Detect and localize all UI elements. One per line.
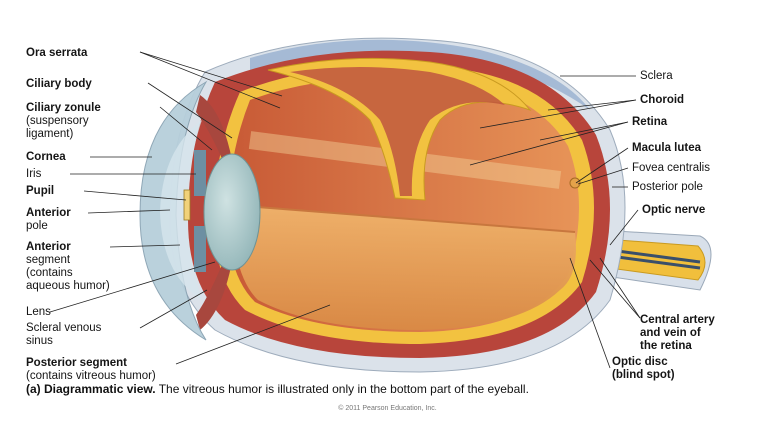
label-choroid: Choroid [640, 94, 684, 107]
label-anterior-pole: Anterior [26, 207, 71, 220]
label-central-artery-3: the retina [640, 340, 692, 353]
label-fovea-centralis: Fovea centralis [632, 162, 710, 175]
label-pupil: Pupil [26, 185, 54, 198]
label-segment: segment [26, 254, 70, 267]
label-ciliary-zonule-sub2: ligament) [26, 128, 73, 141]
label-retina: Retina [632, 116, 667, 129]
label-optic-nerve: Optic nerve [642, 204, 705, 217]
label-ora-serrata: Ora serrata [26, 47, 87, 60]
label-scleral-venous: Scleral venous [26, 322, 101, 335]
label-central-artery-2: and vein of [640, 327, 701, 340]
label-pole: pole [26, 220, 48, 233]
label-sinus: sinus [26, 335, 53, 348]
label-posterior-segment-sub: (contains vitreous humor) [26, 370, 156, 383]
label-contains: (contains [26, 267, 73, 280]
copyright-notice: © 2011 Pearson Education, Inc. [0, 405, 775, 412]
macula-lutea [570, 178, 580, 188]
label-optic-disc-2: (blind spot) [612, 369, 675, 382]
label-optic-disc-1: Optic disc [612, 356, 668, 369]
label-ciliary-zonule-sub1: (suspensory [26, 115, 89, 128]
iris-shape [194, 150, 206, 196]
label-ciliary-zonule: Ciliary zonule [26, 102, 101, 115]
label-lens: Lens [26, 306, 51, 319]
lens-shape [204, 154, 260, 270]
label-macula-lutea: Macula lutea [632, 142, 701, 155]
label-iris: Iris [26, 168, 41, 181]
caption-rest: The vitreous humor is illustrated only i… [156, 382, 529, 396]
label-anterior-segment: Anterior [26, 241, 71, 254]
label-central-artery-1: Central artery [640, 314, 715, 327]
figure-caption: (a) Diagrammatic view. The vitreous humo… [26, 382, 529, 396]
label-cornea: Cornea [26, 151, 66, 164]
label-posterior-pole: Posterior pole [632, 181, 703, 194]
caption-prefix: (a) Diagrammatic view. [26, 382, 156, 396]
label-sclera: Sclera [640, 70, 673, 83]
label-ciliary-body: Ciliary body [26, 78, 92, 91]
label-posterior-segment: Posterior segment [26, 357, 127, 370]
label-aqueous: aqueous humor) [26, 280, 110, 293]
